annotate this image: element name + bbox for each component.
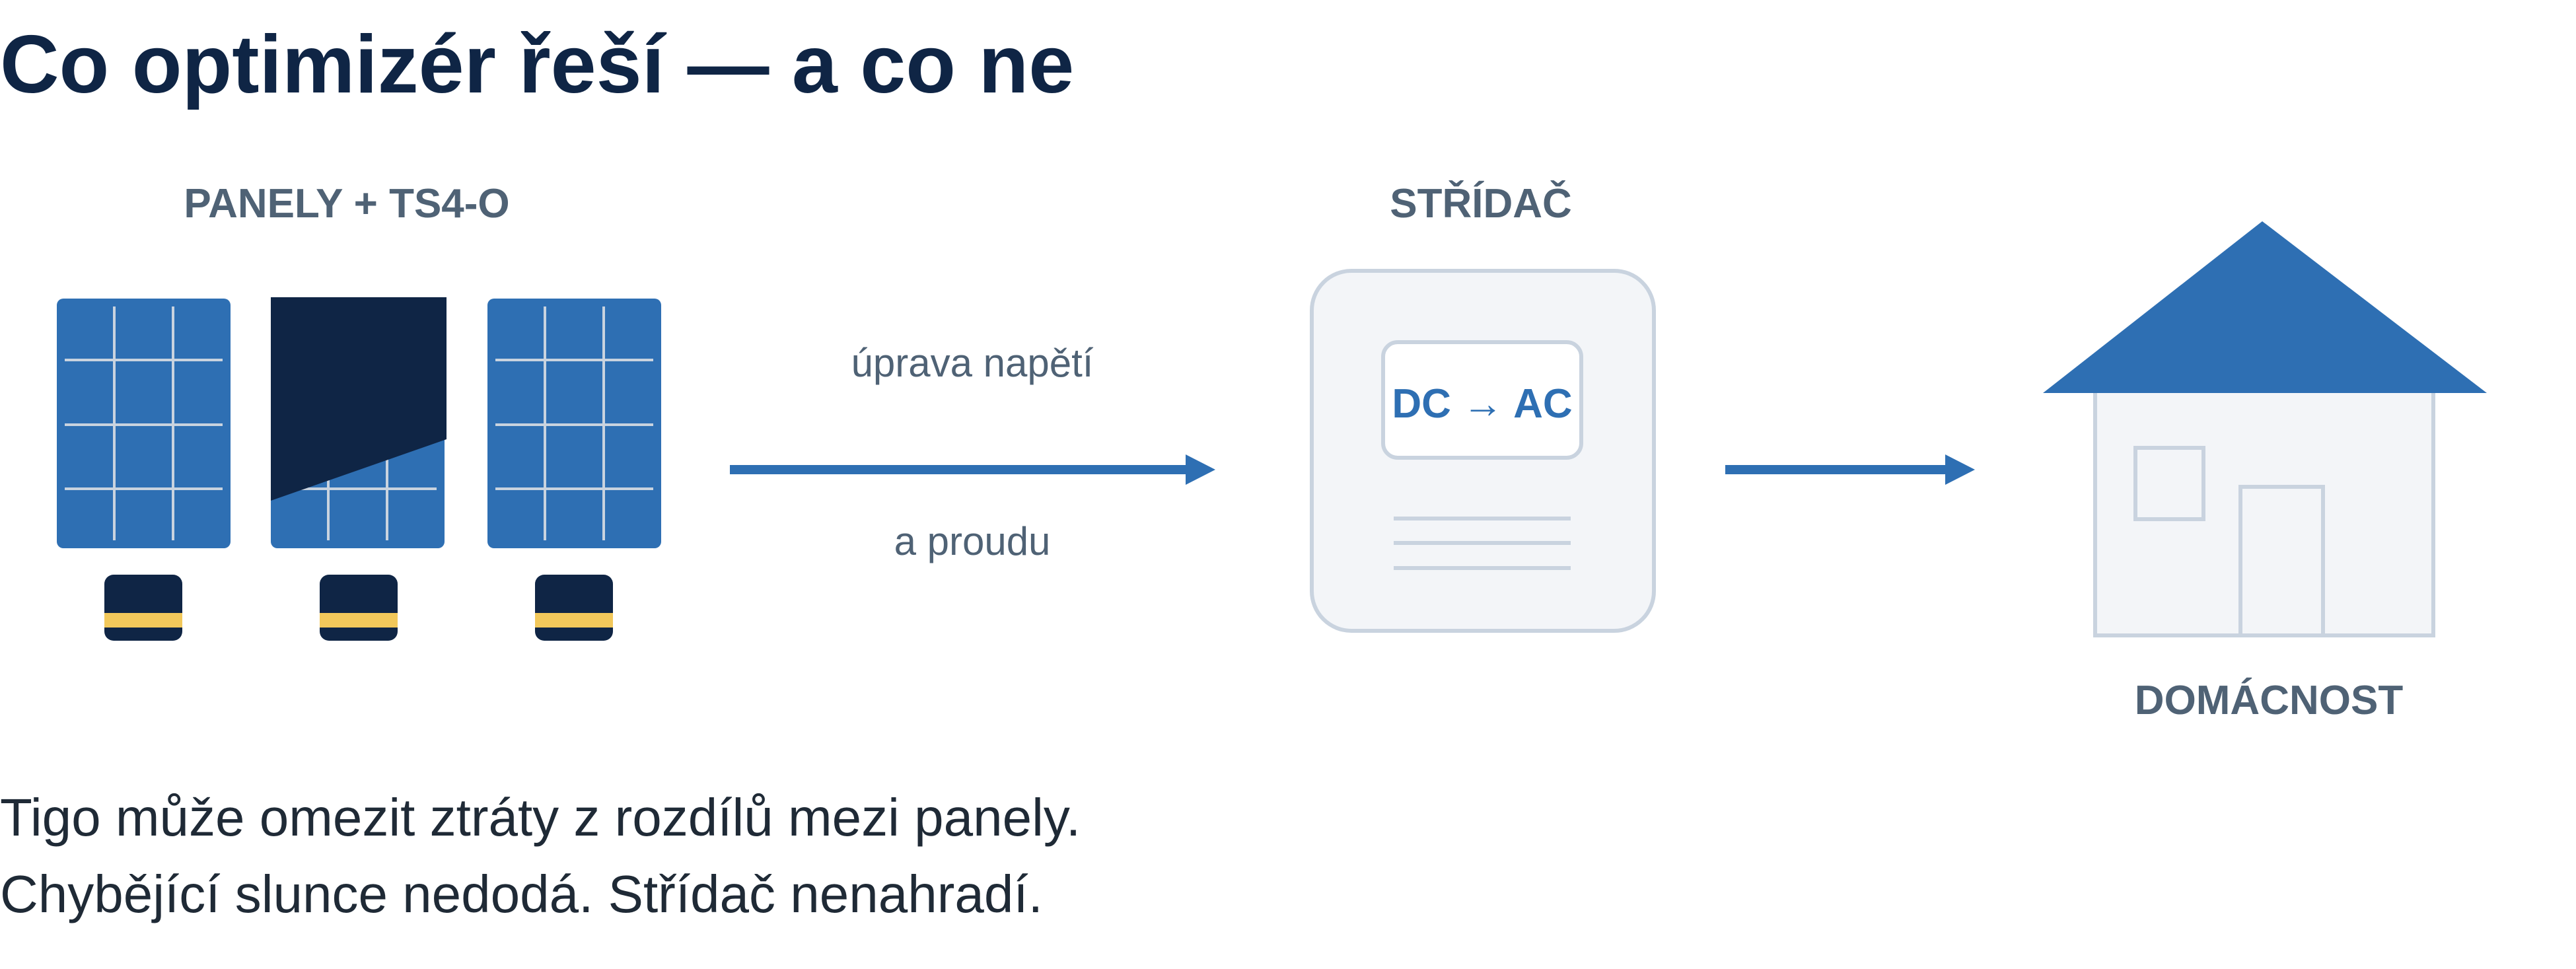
summary-text: Tigo může omezit ztráty z rozdílů mezi p… [0, 779, 1081, 933]
inverter: DC → AC [1310, 269, 1656, 633]
house [2043, 221, 2487, 637]
summary-line-2: Chybějící slunce nedodá. Střídač nenahra… [0, 865, 1043, 923]
inverter-display-text: DC → AC [1392, 381, 1572, 427]
inverter-label: STŘÍDAČ [1390, 181, 1572, 227]
solar-panel-1 [57, 299, 231, 548]
arrow-caption-top: úprava napětí [851, 341, 1094, 385]
inverter-vent-lines [1394, 517, 1571, 570]
window [2133, 446, 2205, 521]
inverter-display [1381, 340, 1583, 460]
shade-overlay [271, 297, 447, 501]
page-title: Co optimizér řeší — a co ne [0, 19, 1075, 110]
optimizer-2 [320, 575, 398, 641]
solar-panel-2-shaded [271, 297, 447, 548]
solar-panel-3 [487, 299, 661, 548]
door [2238, 485, 2325, 637]
summary-line-1: Tigo může omezit ztráty z rozdílů mezi p… [0, 788, 1081, 847]
panels-label: PANELY + TS4-O [184, 181, 510, 227]
arrow-inverter-to-house [1725, 454, 1975, 485]
arrow-caption-bottom: a proudu [894, 519, 1051, 563]
optimizer-1 [104, 575, 182, 641]
household-label: DOMÁCNOST [2134, 678, 2404, 723]
optimizer-3 [535, 575, 613, 641]
roof [2043, 221, 2487, 393]
arrow-panels-to-inverter [730, 454, 1215, 485]
